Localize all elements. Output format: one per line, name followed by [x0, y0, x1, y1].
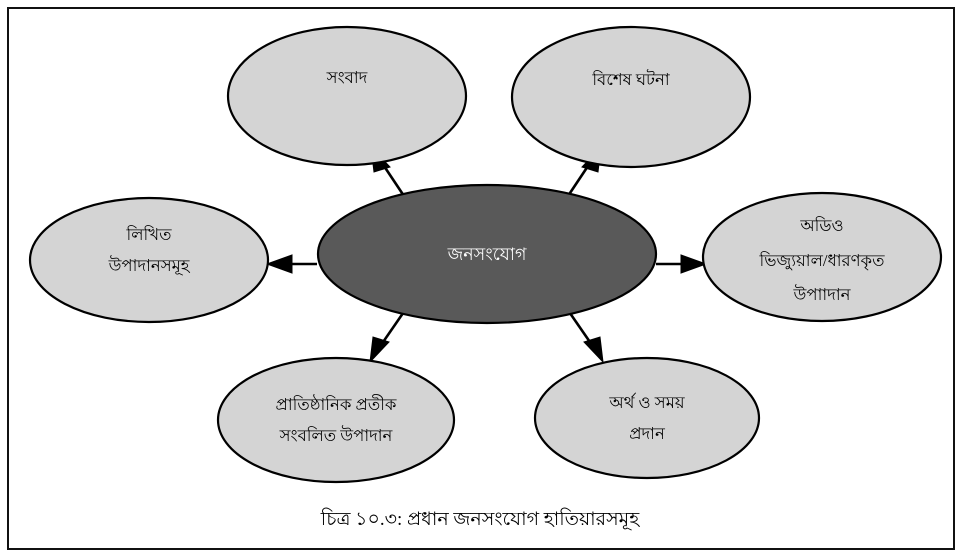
node-news-label-line-1: সংবাদ — [326, 68, 369, 87]
figure-caption: চিত্র ১০.৩: প্রধান জনসংযোগ হাতিয়ারসমূহ — [320, 508, 640, 530]
node-special-event[interactable]: বিশেষ ঘটনা — [510, 25, 752, 169]
node-audio-visual-materials[interactable]: অডিও ভিজ্যুয়াল/ধারণকৃত উপাাদান — [701, 191, 943, 323]
figure-border — [7, 7, 955, 550]
arrow-to-written-materials — [265, 254, 317, 274]
node-institutional-symbol-materials-label-line-1: প্রাতিষ্ঠানিক প্রতীক — [276, 394, 398, 414]
node-institutional-symbol-materials-label-line-2: সংবলিত উপাদান — [279, 425, 394, 445]
node-audio-visual-materials-label-line-3: উপাাদান — [793, 284, 852, 304]
node-audio-visual-materials-shape[interactable] — [701, 191, 943, 323]
node-money-and-time-giving-shape[interactable] — [533, 356, 761, 480]
node-news[interactable]: সংবাদ — [226, 25, 468, 167]
node-written-materials-shape[interactable] — [28, 196, 270, 324]
node-audio-visual-materials-label-line-2: ভিজ্যুয়াল/ধারণকৃত — [759, 250, 886, 271]
node-institutional-symbol-materials-shape[interactable] — [216, 356, 456, 484]
node-special-event-label-line-1: বিশেষ ঘটনা — [591, 69, 671, 89]
node-written-materials-label-line-2: উপাদানসমূহ — [108, 255, 191, 275]
node-public-relations-center-label: জনসংযোগ — [447, 244, 528, 264]
node-written-materials-label-line-1: লিখিত — [126, 224, 173, 244]
node-money-and-time-giving[interactable]: অর্থ ও সময় প্রদান — [533, 356, 761, 480]
arrow-to-audio-visual-materials — [656, 254, 708, 274]
node-institutional-symbol-materials[interactable]: প্রাতিষ্ঠানিক প্রতীক সংবলিত উপাদান — [216, 356, 456, 484]
node-money-and-time-giving-label-line-1: অর্থ ও সময় — [608, 392, 685, 412]
node-money-and-time-giving-label-line-2: প্রদান — [629, 424, 666, 443]
node-written-materials[interactable]: লিখিত উপাদানসমূহ — [28, 196, 270, 324]
node-news-shape[interactable] — [226, 25, 468, 167]
node-audio-visual-materials-label-line-1: অডিও — [799, 215, 843, 235]
node-public-relations-center-shape[interactable] — [316, 183, 658, 325]
node-special-event-shape[interactable] — [510, 25, 752, 169]
node-public-relations-center[interactable]: জনসংযোগ — [316, 183, 658, 325]
